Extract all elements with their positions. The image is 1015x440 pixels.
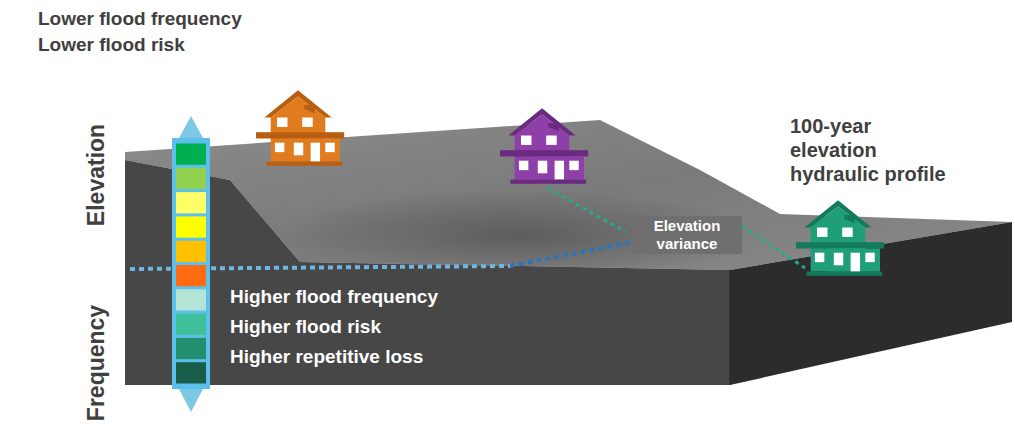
legend-note: Lower flood risk xyxy=(38,34,185,57)
house-green xyxy=(796,200,884,276)
axis-label: Frequency xyxy=(83,305,111,421)
scale-cell xyxy=(176,265,206,286)
variance-line xyxy=(742,226,805,268)
axis-label: Elevation xyxy=(83,124,111,226)
variance-label: Elevation variance xyxy=(632,216,742,254)
house-purple xyxy=(500,108,588,184)
scale-cell xyxy=(176,241,206,262)
zone-note: Higher repetitive loss xyxy=(230,346,423,369)
profile-label: 100-year elevation hydraulic profile xyxy=(790,114,960,186)
variance-line xyxy=(548,188,626,232)
zone-note: Higher flood frequency xyxy=(230,286,438,309)
terrain-side xyxy=(730,222,1012,385)
block-edge xyxy=(730,270,731,385)
scale-cell xyxy=(176,289,206,310)
arrow-up xyxy=(179,116,203,138)
scale-cell xyxy=(176,168,206,189)
terrain-front xyxy=(125,160,730,385)
scale-cell xyxy=(176,216,206,237)
legend-note: Lower flood frequency xyxy=(38,8,242,31)
house-orange xyxy=(256,90,344,166)
scale-cell xyxy=(176,192,206,213)
zone-note: Higher flood risk xyxy=(230,316,381,339)
arrow-down xyxy=(179,389,203,412)
scale-frame xyxy=(172,138,210,389)
scale-cell xyxy=(176,314,206,335)
scale-cell xyxy=(176,144,206,165)
scale-cell xyxy=(176,338,206,359)
scale-cell xyxy=(176,362,206,383)
